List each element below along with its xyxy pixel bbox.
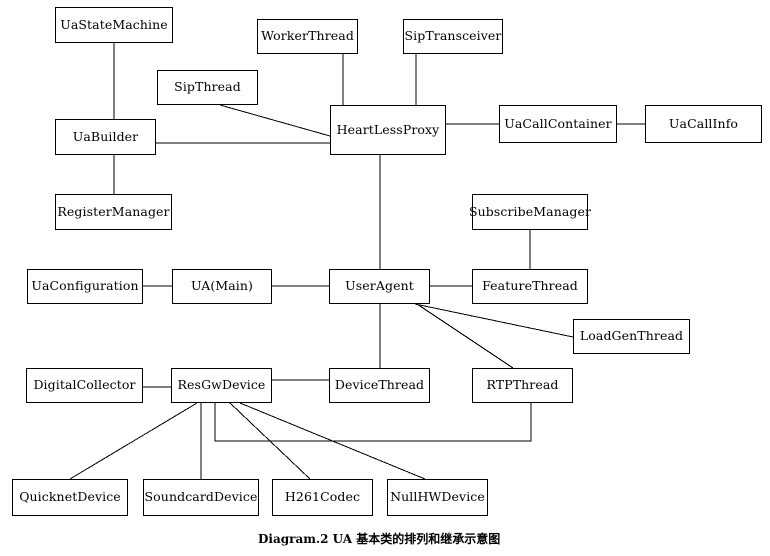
class-box-label: UaStateMachine: [60, 16, 168, 32]
class-box-label: RegisterManager: [57, 203, 170, 219]
class-box-UaConfiguration[interactable]: UaConfiguration: [27, 269, 143, 304]
class-box-label: WorkerThread: [261, 28, 354, 44]
edge-ResGwDevice-to-NullHWDevice: [239, 402, 426, 480]
class-box-UaBuilder[interactable]: UaBuilder: [55, 119, 156, 155]
class-box-label: UaBuilder: [72, 128, 139, 144]
class-box-DeviceThread[interactable]: DeviceThread: [329, 368, 430, 403]
class-box-label: SipTransceiver: [404, 28, 502, 44]
class-box-label: UA(Main): [190, 278, 254, 294]
class-box-ResGwDevice[interactable]: ResGwDevice: [171, 368, 272, 403]
class-box-label: ResGwDevice: [177, 377, 266, 393]
class-box-label: UserAgent: [345, 278, 414, 294]
class-box-label: UaConfiguration: [31, 278, 139, 294]
class-box-SipTransceiver[interactable]: SipTransceiver: [403, 19, 503, 54]
class-box-label: QuicknetDevice: [19, 489, 121, 505]
class-box-LoadGenThread[interactable]: LoadGenThread: [573, 319, 690, 354]
class-box-label: DigitalCollector: [33, 377, 136, 393]
class-box-label: LoadGenThread: [579, 328, 684, 344]
class-box-label: SubscribeManager: [468, 203, 592, 219]
class-box-HeartLessProxy[interactable]: HeartLessProxy: [330, 105, 446, 155]
class-box-label: NullHWDevice: [390, 489, 485, 505]
class-box-label: DeviceThread: [334, 377, 425, 393]
class-box-UaStateMachine[interactable]: UaStateMachine: [55, 7, 173, 43]
class-box-label: FeatureThread: [482, 278, 578, 294]
class-box-label: SipThread: [174, 79, 241, 95]
class-box-RegisterManager[interactable]: RegisterManager: [55, 194, 172, 230]
class-box-WorkerThread[interactable]: WorkerThread: [257, 19, 358, 54]
class-box-label: UaCallContainer: [504, 115, 612, 131]
class-box-UA(Main)[interactable]: UA(Main): [172, 269, 272, 304]
class-box-FeatureThread[interactable]: FeatureThread: [472, 269, 588, 304]
diagram-caption: Diagram.2 UA 基本类的排列和继承示意图: [258, 532, 501, 546]
class-box-UserAgent[interactable]: UserAgent: [329, 269, 430, 304]
class-box-label: H261Codec: [284, 489, 361, 505]
class-box-NullHWDevice[interactable]: NullHWDevice: [387, 479, 488, 516]
class-box-UaCallInfo[interactable]: UaCallInfo: [645, 105, 762, 143]
class-box-SoundcardDevice[interactable]: SoundcardDevice: [143, 479, 259, 516]
edge-ResGwDevice-to-H261Codec: [229, 402, 311, 480]
class-box-DigitalCollector[interactable]: DigitalCollector: [26, 368, 143, 403]
class-box-UaCallContainer[interactable]: UaCallContainer: [499, 105, 617, 143]
class-box-SubscribeManager[interactable]: SubscribeManager: [469, 194, 591, 230]
edge-UserAgent-to-RTPThread: [416, 303, 514, 369]
class-box-RTPThread[interactable]: RTPThread: [472, 368, 573, 403]
class-box-SipThread[interactable]: SipThread: [157, 70, 258, 105]
class-box-label: RTPThread: [486, 377, 559, 393]
class-box-label: UaCallInfo: [668, 115, 739, 131]
edge-SipThread-to-HeartLessProxy: [219, 104, 331, 137]
edge-ResGwDevice-to-RTPThread: [214, 403, 532, 442]
edge-ResGwDevice-to-QuicknetDevice: [69, 402, 198, 480]
class-box-QuicknetDevice[interactable]: QuicknetDevice: [12, 479, 128, 516]
class-box-H261Codec[interactable]: H261Codec: [272, 479, 373, 516]
edge-UserAgent-to-LoadGenThread: [414, 303, 574, 338]
class-box-label: HeartLessProxy: [336, 121, 440, 137]
class-box-label: SoundcardDevice: [144, 489, 258, 505]
